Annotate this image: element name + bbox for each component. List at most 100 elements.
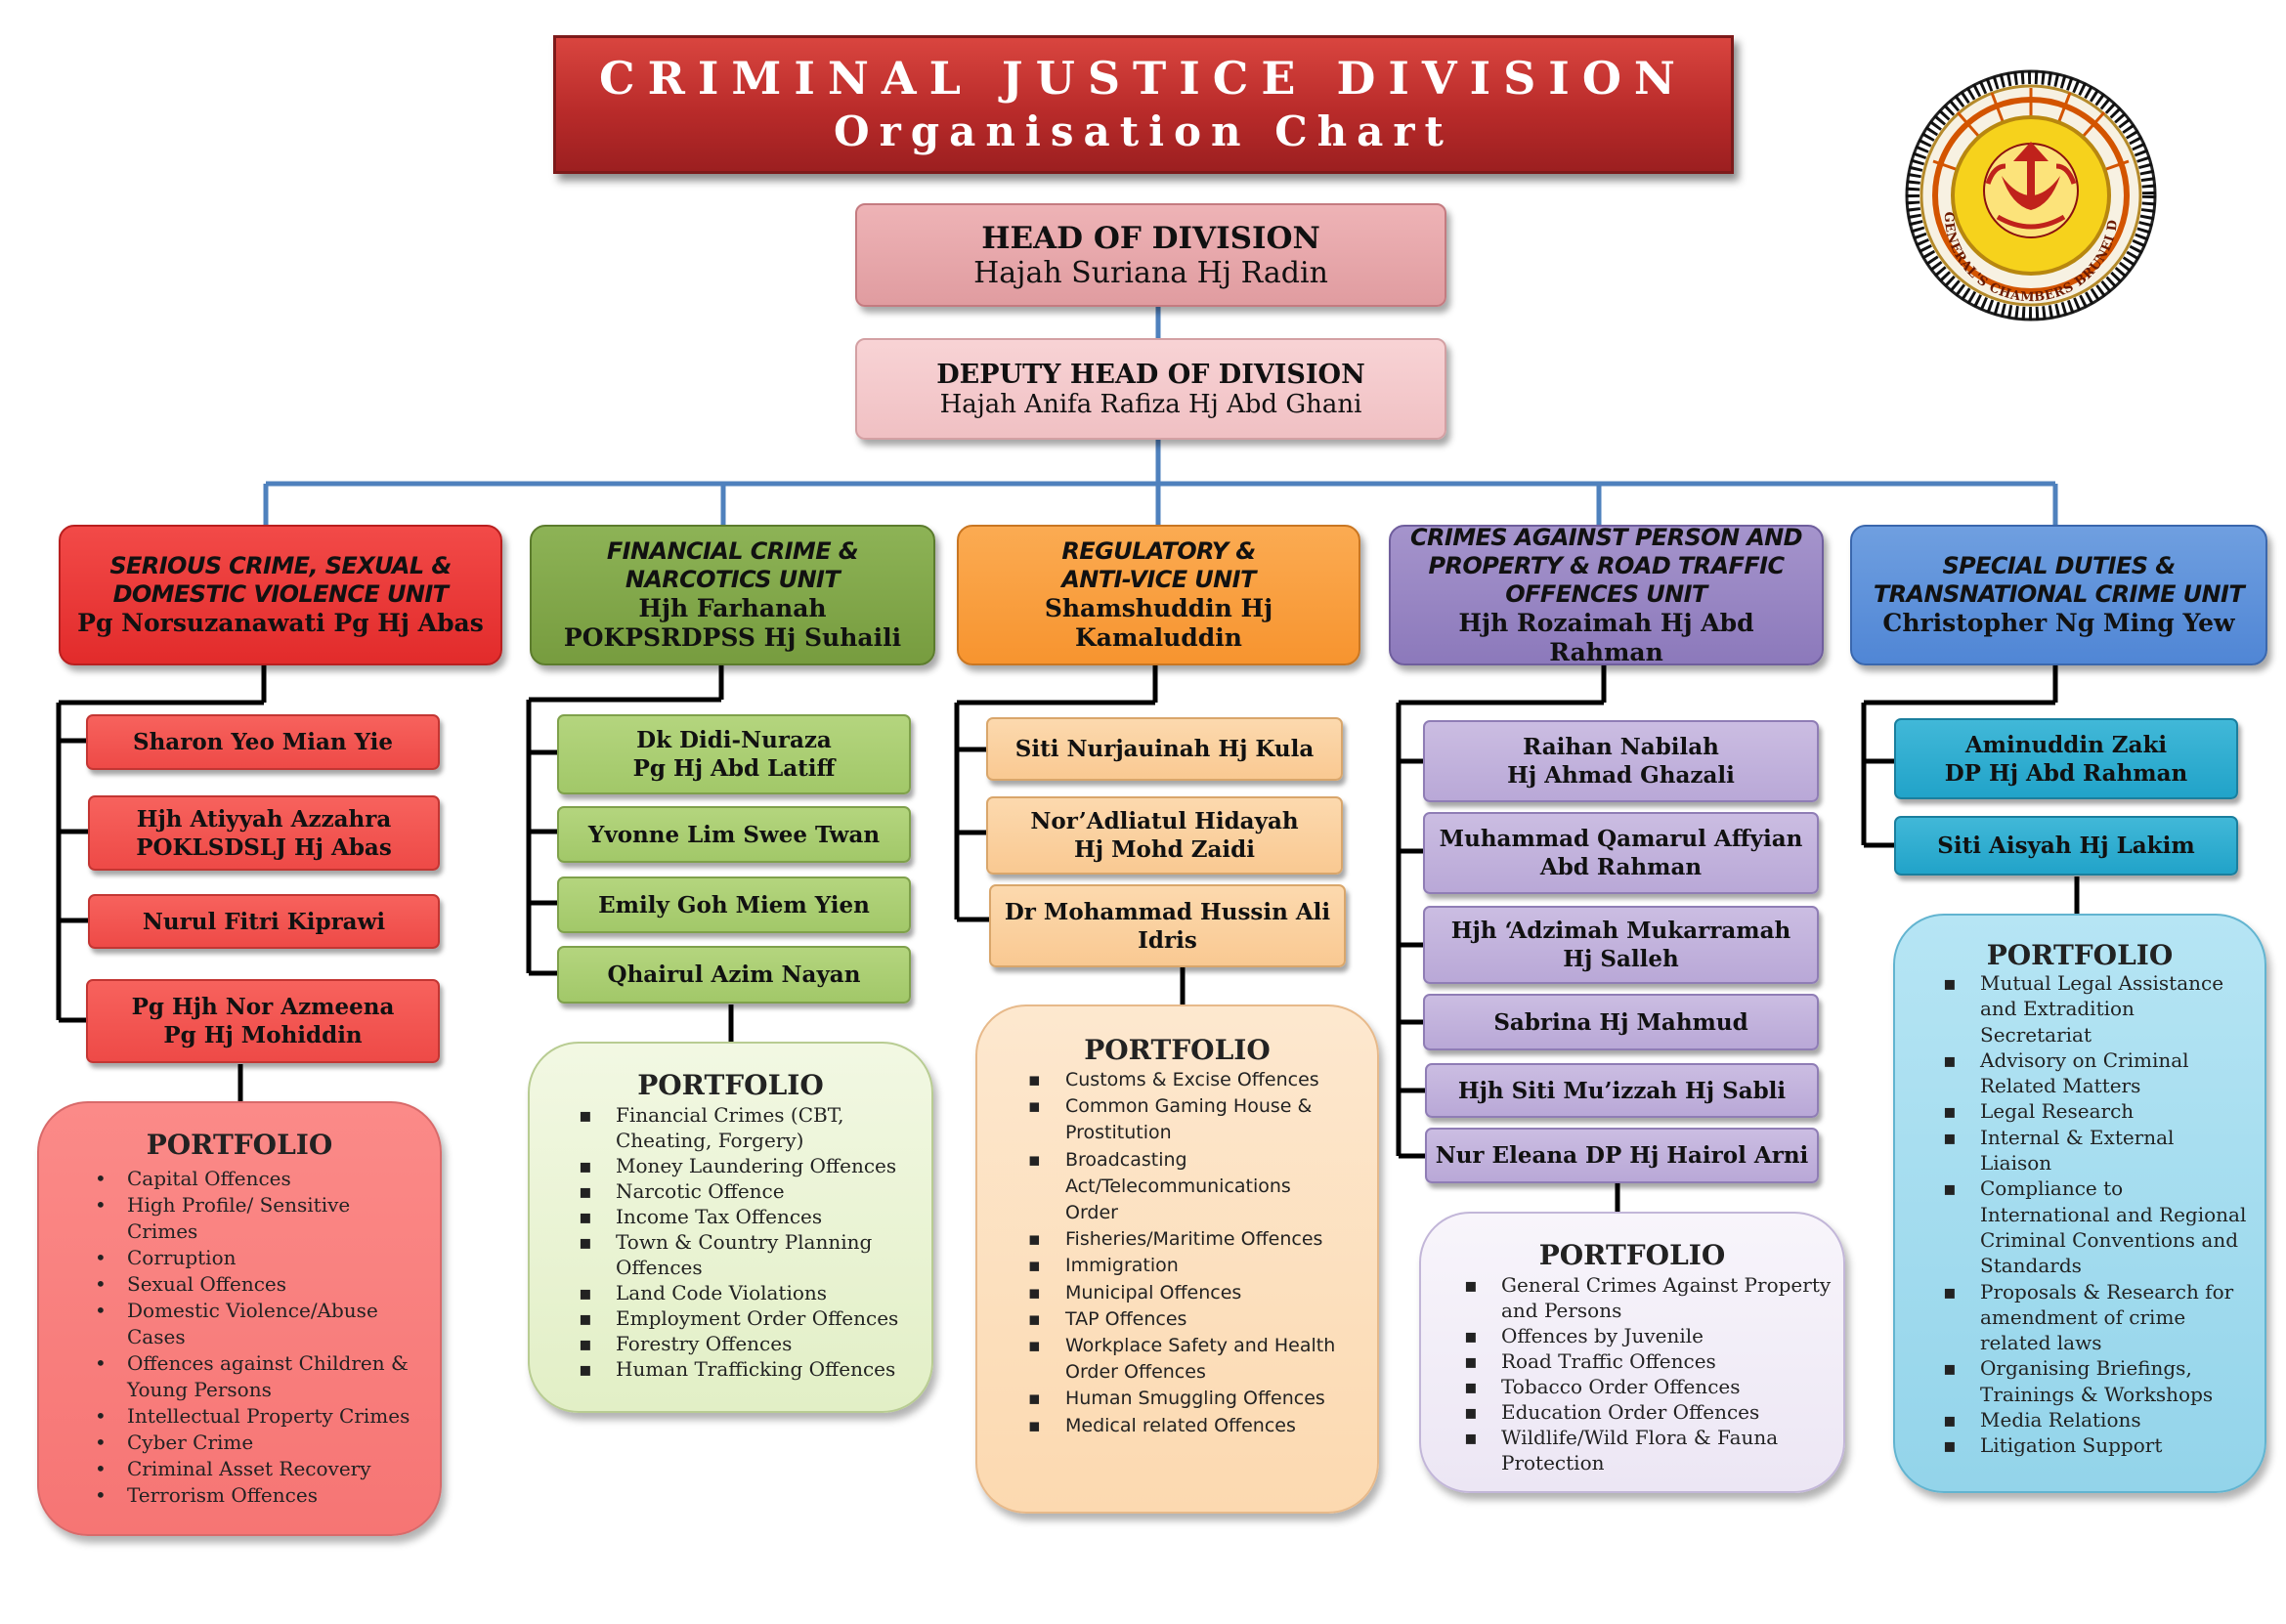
member-box: Siti Aisyah Hj Lakim (1894, 816, 2238, 876)
portfolio-item: Income Tax Offences (579, 1204, 931, 1229)
unit-name: REGULATORY & (1061, 537, 1256, 565)
title-main: CRIMINAL JUSTICE DIVISION (599, 52, 1688, 105)
unit-regulatory: REGULATORY & ANTI-VICE UNIT Shamshuddin … (957, 525, 1360, 665)
unit-crimes-against-person: CRIMES AGAINST PERSON AND PROPERTY & ROA… (1389, 523, 1824, 666)
member-name: Pg Hjh Nor Azmeena (131, 994, 395, 1020)
unit-name: NARCOTICS UNIT (625, 566, 841, 593)
member-name: Yvonne Lim Swee Twan (587, 821, 881, 848)
unit-lead: Christopher Ng Ming Yew (1882, 609, 2235, 637)
unit-lead: Shamshuddin Hj Kamaluddin (1044, 594, 1273, 652)
unit-name: CRIMES AGAINST PERSON AND (1410, 523, 1803, 551)
portfolio-item: Employment Order Offences (579, 1305, 931, 1331)
portfolio-item: Terrorism Offences (95, 1482, 440, 1509)
unit-name: FINANCIAL CRIME & (606, 537, 859, 565)
member-name: Siti Aisyah Hj Lakim (1937, 833, 2195, 859)
member-box: Aminuddin Zaki DP Hj Abd Rahman (1894, 718, 2238, 799)
unit-name: DOMESTIC VIOLENCE UNIT (112, 580, 449, 608)
portfolio-item: Land Code Violations (579, 1280, 931, 1305)
portfolio-item: Human Trafficking Offences (579, 1356, 931, 1382)
member-name: Hjh Atiyyah Azzahra (136, 805, 392, 833)
portfolio-item: Financial Crimes (CBT,Cheating, Forgery) (579, 1102, 931, 1153)
member-name: Hjh ‘Adzimah Mukarramah (1450, 918, 1791, 944)
unit-lead: Hjh Rozaimah Hj Abd Rahman (1458, 608, 1754, 666)
unit-name: ANTI-VICE UNIT (1061, 566, 1256, 593)
unit-name: PROPERTY & ROAD TRAFFIC (1428, 551, 1786, 579)
unit-lead: Pg Norsuzanawati Pg Hj Abas (77, 609, 484, 637)
portfolio-item: Education Order Offences (1464, 1399, 1843, 1425)
member-name: Dk Didi-Nuraza (636, 727, 832, 753)
portfolio-item: Media Relations (1943, 1407, 2264, 1433)
portfolio-list: Customs & Excise Offences Common Gaming … (1028, 1067, 1377, 1439)
member-name: Hj Salleh (1563, 946, 1679, 972)
portfolio-item: Offences by Juvenile (1464, 1323, 1843, 1348)
member-box: Dk Didi-Nuraza Pg Hj Abd Latiff (557, 714, 911, 794)
portfolio-item: Medical related Offences (1028, 1413, 1377, 1439)
deputy-role: DEPUTY HEAD OF DIVISION (936, 359, 1365, 390)
title-banner: CRIMINAL JUSTICE DIVISION Organisation C… (553, 35, 1734, 174)
unit-name: SERIOUS CRIME, SEXUAL & (109, 552, 452, 579)
portfolio-regulatory: PORTFOLIO Customs & Excise Offences Comm… (975, 1004, 1379, 1514)
unit-name: OFFENCES UNIT (1505, 579, 1707, 608)
unit-lead: Hjh Farhanah (638, 594, 827, 622)
head-name: Hajah Suriana Hj Radin (973, 255, 1328, 290)
member-name: Nur Eleana DP Hj Hairol Arni (1435, 1142, 1809, 1169)
portfolio-item: Organising Briefings,Trainings & Worksho… (1943, 1355, 2264, 1407)
member-box: Nurul Fitri Kiprawi (88, 894, 440, 949)
member-box: Hjh Atiyyah Azzahra POKLSDSLJ Hj Abas (88, 795, 440, 871)
portfolio-crimes-against-person: PORTFOLIO General Crimes Against Propert… (1419, 1212, 1845, 1493)
member-box: Emily Goh Miem Yien (557, 876, 911, 933)
portfolio-financial-crime: PORTFOLIO Financial Crimes (CBT,Cheating… (528, 1042, 933, 1413)
portfolio-title: PORTFOLIO (1084, 1034, 1271, 1066)
portfolio-item: Forestry Offences (579, 1331, 931, 1356)
portfolio-item: Criminal Asset Recovery (95, 1456, 440, 1482)
unit-lead: POKPSRDPSS Hj Suhaili (563, 623, 902, 652)
member-box: Muhammad Qamarul Affyian Abd Rahman (1423, 812, 1819, 894)
member-name: Aminuddin Zaki (1964, 731, 2168, 758)
member-box: Dr Mohammad Hussin Ali Idris (989, 884, 1346, 967)
member-box: Raihan Nabilah Hj Ahmad Ghazali (1423, 720, 1819, 802)
portfolio-serious-crime: PORTFOLIO Capital Offences High Profile/… (37, 1101, 442, 1536)
portfolio-item: Common Gaming House &Prostitution (1028, 1093, 1377, 1146)
portfolio-item: Narcotic Offence (579, 1178, 931, 1204)
portfolio-item: Litigation Support (1943, 1432, 2264, 1459)
portfolio-title: PORTFOLIO (637, 1069, 824, 1101)
deputy-head-box: DEPUTY HEAD OF DIVISION Hajah Anifa Rafi… (855, 338, 1446, 440)
portfolio-title: PORTFOLIO (146, 1129, 333, 1161)
member-name: Nor’Adliatul Hidayah (1030, 808, 1299, 834)
member-name: Sabrina Hj Mahmud (1493, 1008, 1748, 1036)
member-box: Qhairul Azim Nayan (557, 946, 911, 1004)
portfolio-item: Road Traffic Offences (1464, 1348, 1843, 1374)
member-box: Pg Hjh Nor Azmeena Pg Hj Mohiddin (86, 979, 440, 1063)
member-name: Muhammad Qamarul Affyian (1439, 826, 1803, 852)
head-of-division-box: HEAD OF DIVISION Hajah Suriana Hj Radin (855, 203, 1446, 307)
portfolio-list: Capital Offences High Profile/ Sensitive… (95, 1166, 440, 1509)
unit-serious-crime: SERIOUS CRIME, SEXUAL & DOMESTIC VIOLENC… (59, 525, 502, 665)
portfolio-item: Corruption (95, 1245, 440, 1271)
portfolio-item: Cyber Crime (95, 1430, 440, 1456)
portfolio-item: TAP Offences (1028, 1306, 1377, 1333)
member-name: Siti Nurjauinah Hj Kula (1014, 736, 1315, 762)
portfolio-item: Sexual Offences (95, 1271, 440, 1298)
member-name: Emily Goh Miem Yien (598, 891, 870, 919)
member-box: Hjh ‘Adzimah Mukarramah Hj Salleh (1423, 906, 1819, 984)
member-name: Nurul Fitri Kiprawi (142, 908, 386, 935)
member-name: Dr Mohammad Hussin Ali (1004, 898, 1331, 925)
unit-financial-crime: FINANCIAL CRIME & NARCOTICS UNIT Hjh Far… (530, 525, 935, 665)
member-name: Qhairul Azim Nayan (607, 962, 861, 988)
title-sub: Organisation Chart (834, 107, 1453, 155)
portfolio-item: Fisheries/Maritime Offences (1028, 1226, 1377, 1253)
member-name: Hj Ahmad Ghazali (1507, 762, 1735, 789)
portfolio-item: Human Smuggling Offences (1028, 1386, 1377, 1412)
